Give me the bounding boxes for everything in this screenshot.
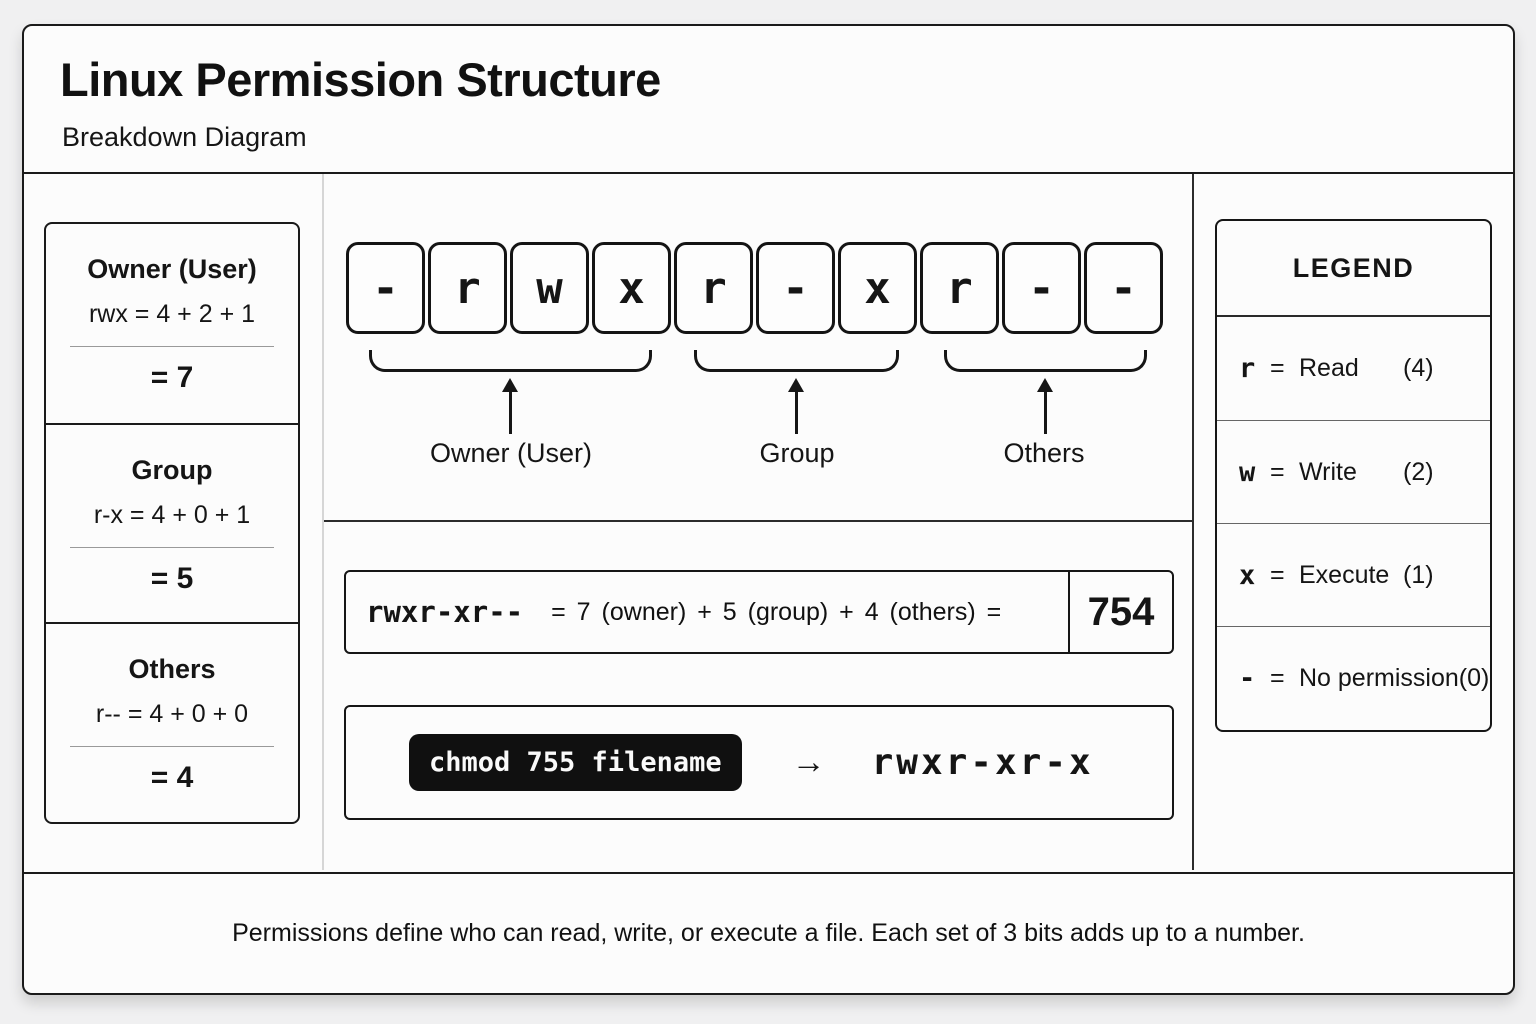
legend-panel: LEGEND r = Read (4) w = Write (2) x = Ex…	[1215, 219, 1492, 732]
footer-note: Permissions define who can read, write, …	[232, 919, 1305, 947]
permission-bit: r	[920, 242, 999, 334]
legend-name: Write	[1299, 457, 1357, 486]
others-group-label: Others	[1003, 438, 1085, 468]
others-section-title: Others	[128, 654, 216, 684]
legend-value: (4)	[1403, 354, 1434, 382]
right-arrow-icon: →	[791, 743, 826, 781]
permission-bit: x	[592, 242, 671, 334]
chmod-example-box: chmod 755 filename → rwxr-xr-x	[344, 705, 1174, 820]
group-section-formula: r-x = 4 + 0 + 1	[93, 501, 251, 529]
legend-equals: =	[1270, 560, 1285, 589]
group-up-arrow-icon	[787, 378, 805, 434]
legend-value: (2)	[1403, 457, 1434, 486]
others-brace	[944, 350, 1147, 372]
legend-row-write: w = Write (2)	[1217, 420, 1490, 523]
owner-section-title: Owner (User)	[87, 254, 257, 284]
permission-bit: -	[1084, 242, 1163, 334]
legend-symbol: x	[1239, 559, 1256, 591]
middle-section-divider	[324, 520, 1192, 522]
page-title: Linux Permission Structure	[60, 53, 661, 106]
legend-name: Read	[1299, 354, 1359, 382]
group-section-total: = 5	[150, 562, 194, 595]
group-brace	[694, 350, 899, 372]
legend-symbol: -	[1239, 662, 1256, 694]
owner-section-rule	[70, 346, 274, 347]
legend-equals: =	[1270, 663, 1285, 692]
symbolic-permissions: rwxr-xr--	[366, 595, 524, 629]
right-column-divider	[1192, 174, 1194, 870]
legend-value: (0)	[1458, 663, 1490, 692]
legend-symbol: w	[1239, 456, 1256, 488]
others-section-formula: r-- = 4 + 0 + 0	[95, 700, 249, 728]
octal-formula-box: rwxr-xr-- = 7 (owner) + 5 (group) + 4 (o…	[344, 570, 1174, 654]
permission-bit: -	[1002, 242, 1081, 334]
permission-bit: r	[428, 242, 507, 334]
permission-bit: x	[838, 242, 917, 334]
permission-bit: r	[674, 242, 753, 334]
permission-bit: -	[346, 242, 425, 334]
others-section: Others r-- = 4 + 0 + 0 = 4	[46, 622, 298, 821]
owner-section-formula: rwx = 4 + 2 + 1	[88, 300, 256, 328]
chmod-result: rwxr-xr-x	[871, 742, 1094, 783]
others-section-total: = 4	[150, 761, 194, 794]
legend-symbol: r	[1239, 353, 1256, 384]
owner-brace	[369, 350, 652, 372]
permission-bit: -	[756, 242, 835, 334]
others-section-rule	[70, 746, 274, 747]
diagram-card: Linux Permission Structure Breakdown Dia…	[22, 24, 1515, 995]
owner-up-arrow-icon	[501, 378, 519, 434]
footer: Permissions define who can read, write, …	[24, 872, 1513, 993]
legend-row-no-permission: - = No permission (0)	[1217, 626, 1490, 729]
permission-bit: w	[510, 242, 589, 334]
octal-equation: = 7 (owner) + 5 (group) + 4 (others) =	[551, 597, 1002, 626]
group-section: Group r-x = 4 + 0 + 1 = 5	[46, 423, 298, 622]
left-column-divider	[322, 174, 324, 870]
owner-section: Owner (User) rwx = 4 + 2 + 1 = 7	[46, 224, 298, 423]
group-section-rule	[70, 547, 274, 548]
legend-row-execute: x = Execute (1)	[1217, 523, 1490, 626]
group-section-title: Group	[131, 455, 213, 485]
permission-bits-row: - r w x r - x r - -	[346, 242, 1163, 334]
legend-value: (1)	[1403, 560, 1434, 589]
legend-name: No permission	[1299, 663, 1459, 692]
legend-row-read: r = Read (4)	[1217, 317, 1490, 420]
legend-name: Execute	[1299, 560, 1390, 589]
others-up-arrow-icon	[1036, 378, 1054, 434]
legend-title: LEGEND	[1217, 221, 1490, 317]
legend-equals: =	[1270, 354, 1285, 382]
legend-equals: =	[1270, 457, 1285, 486]
owner-section-total: = 7	[150, 361, 194, 394]
octal-breakdown-panel: Owner (User) rwx = 4 + 2 + 1 = 7 Group r…	[44, 222, 300, 824]
header: Linux Permission Structure Breakdown Dia…	[24, 26, 1513, 174]
octal-result: 754	[1068, 572, 1172, 652]
page-subtitle: Breakdown Diagram	[62, 122, 307, 152]
chmod-command: chmod 755 filename	[409, 734, 742, 791]
owner-group-label: Owner (User)	[429, 438, 593, 468]
group-group-label: Group	[759, 438, 835, 468]
